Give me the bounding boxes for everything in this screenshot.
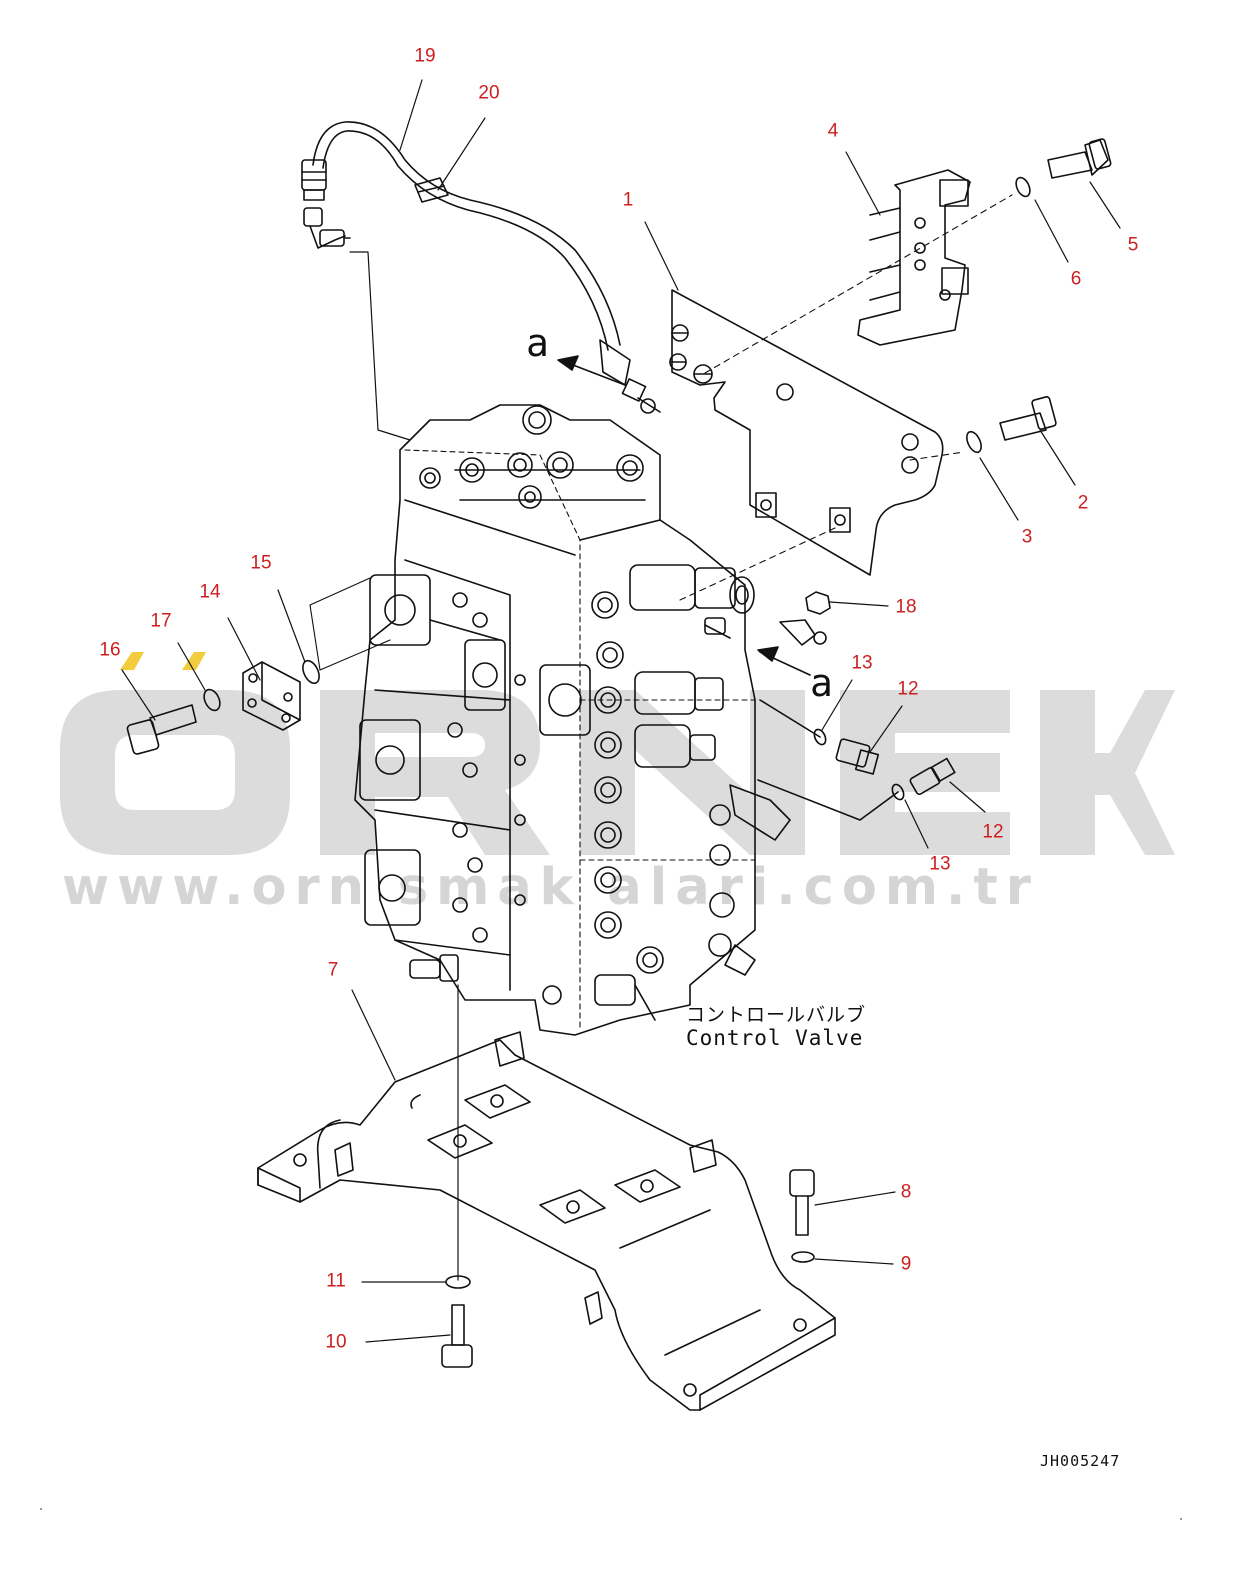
corner-dot-right xyxy=(1180,1518,1182,1520)
cover-plate-14 xyxy=(242,661,301,731)
view-arrows xyxy=(557,355,811,676)
bolt-2 xyxy=(999,396,1057,441)
callout-13-top[interactable]: 13 xyxy=(851,652,873,674)
corner-dot-left xyxy=(40,1508,42,1510)
tee-fitting xyxy=(303,207,411,441)
washer-9 xyxy=(791,1251,815,1263)
washer-6 xyxy=(1015,176,1031,198)
callout-14[interactable]: 14 xyxy=(199,581,221,603)
callout-13-bottom[interactable]: 13 xyxy=(929,853,951,875)
view-marker-a-top: a xyxy=(526,321,549,365)
bolt-16 xyxy=(126,704,197,755)
callout-20[interactable]: 20 xyxy=(478,82,500,104)
callout-6[interactable]: 6 xyxy=(1070,268,1082,290)
plug-18 xyxy=(805,591,831,615)
callout-4[interactable]: 4 xyxy=(827,120,839,142)
callout-5[interactable]: 5 xyxy=(1127,234,1139,256)
callout-12-top[interactable]: 12 xyxy=(897,678,919,700)
bracket-plate xyxy=(669,289,944,576)
mounting-bracket xyxy=(257,1031,836,1411)
callout-2[interactable]: 2 xyxy=(1077,492,1089,514)
callout-9[interactable]: 9 xyxy=(900,1253,912,1275)
callout-8[interactable]: 8 xyxy=(900,1181,912,1203)
callout-15[interactable]: 15 xyxy=(250,552,272,574)
drawing-code: JH005247 xyxy=(1040,1452,1121,1470)
flange-seal-lines xyxy=(309,577,391,671)
pressure-sensors xyxy=(757,699,956,821)
callout-17[interactable]: 17 xyxy=(150,610,172,632)
callout-7[interactable]: 7 xyxy=(327,959,339,981)
callout-3[interactable]: 3 xyxy=(1021,526,1033,548)
watermark-accent xyxy=(120,652,206,670)
control-valve-body xyxy=(354,404,827,1036)
bolt-10 xyxy=(441,1304,473,1368)
callout-16[interactable]: 16 xyxy=(99,639,121,661)
callout-12-bottom[interactable]: 12 xyxy=(982,821,1004,843)
callout-11[interactable]: 11 xyxy=(326,1270,346,1292)
view-marker-a-bottom: a xyxy=(810,661,833,705)
leader-lines xyxy=(121,79,1121,1343)
bolt-8 xyxy=(789,1169,815,1236)
watermark-url: www.orn smak alari.com.tr xyxy=(62,858,1039,917)
callout-10[interactable]: 10 xyxy=(325,1331,347,1353)
title-english: Control Valve xyxy=(686,1026,864,1050)
callout-1[interactable]: 1 xyxy=(622,189,634,211)
washer-11 xyxy=(445,1275,471,1289)
hose-assembly xyxy=(301,121,661,414)
title-japanese: コントロールバルブ xyxy=(686,1004,867,1026)
watermark-logo xyxy=(60,690,1175,855)
callout-19[interactable]: 19 xyxy=(414,45,436,67)
washer-3 xyxy=(966,430,982,454)
relay-bracket xyxy=(857,169,971,346)
bolt-5 xyxy=(1047,138,1112,179)
washer-17 xyxy=(203,688,221,712)
callout-18[interactable]: 18 xyxy=(895,596,917,618)
o-ring-15 xyxy=(302,659,320,685)
